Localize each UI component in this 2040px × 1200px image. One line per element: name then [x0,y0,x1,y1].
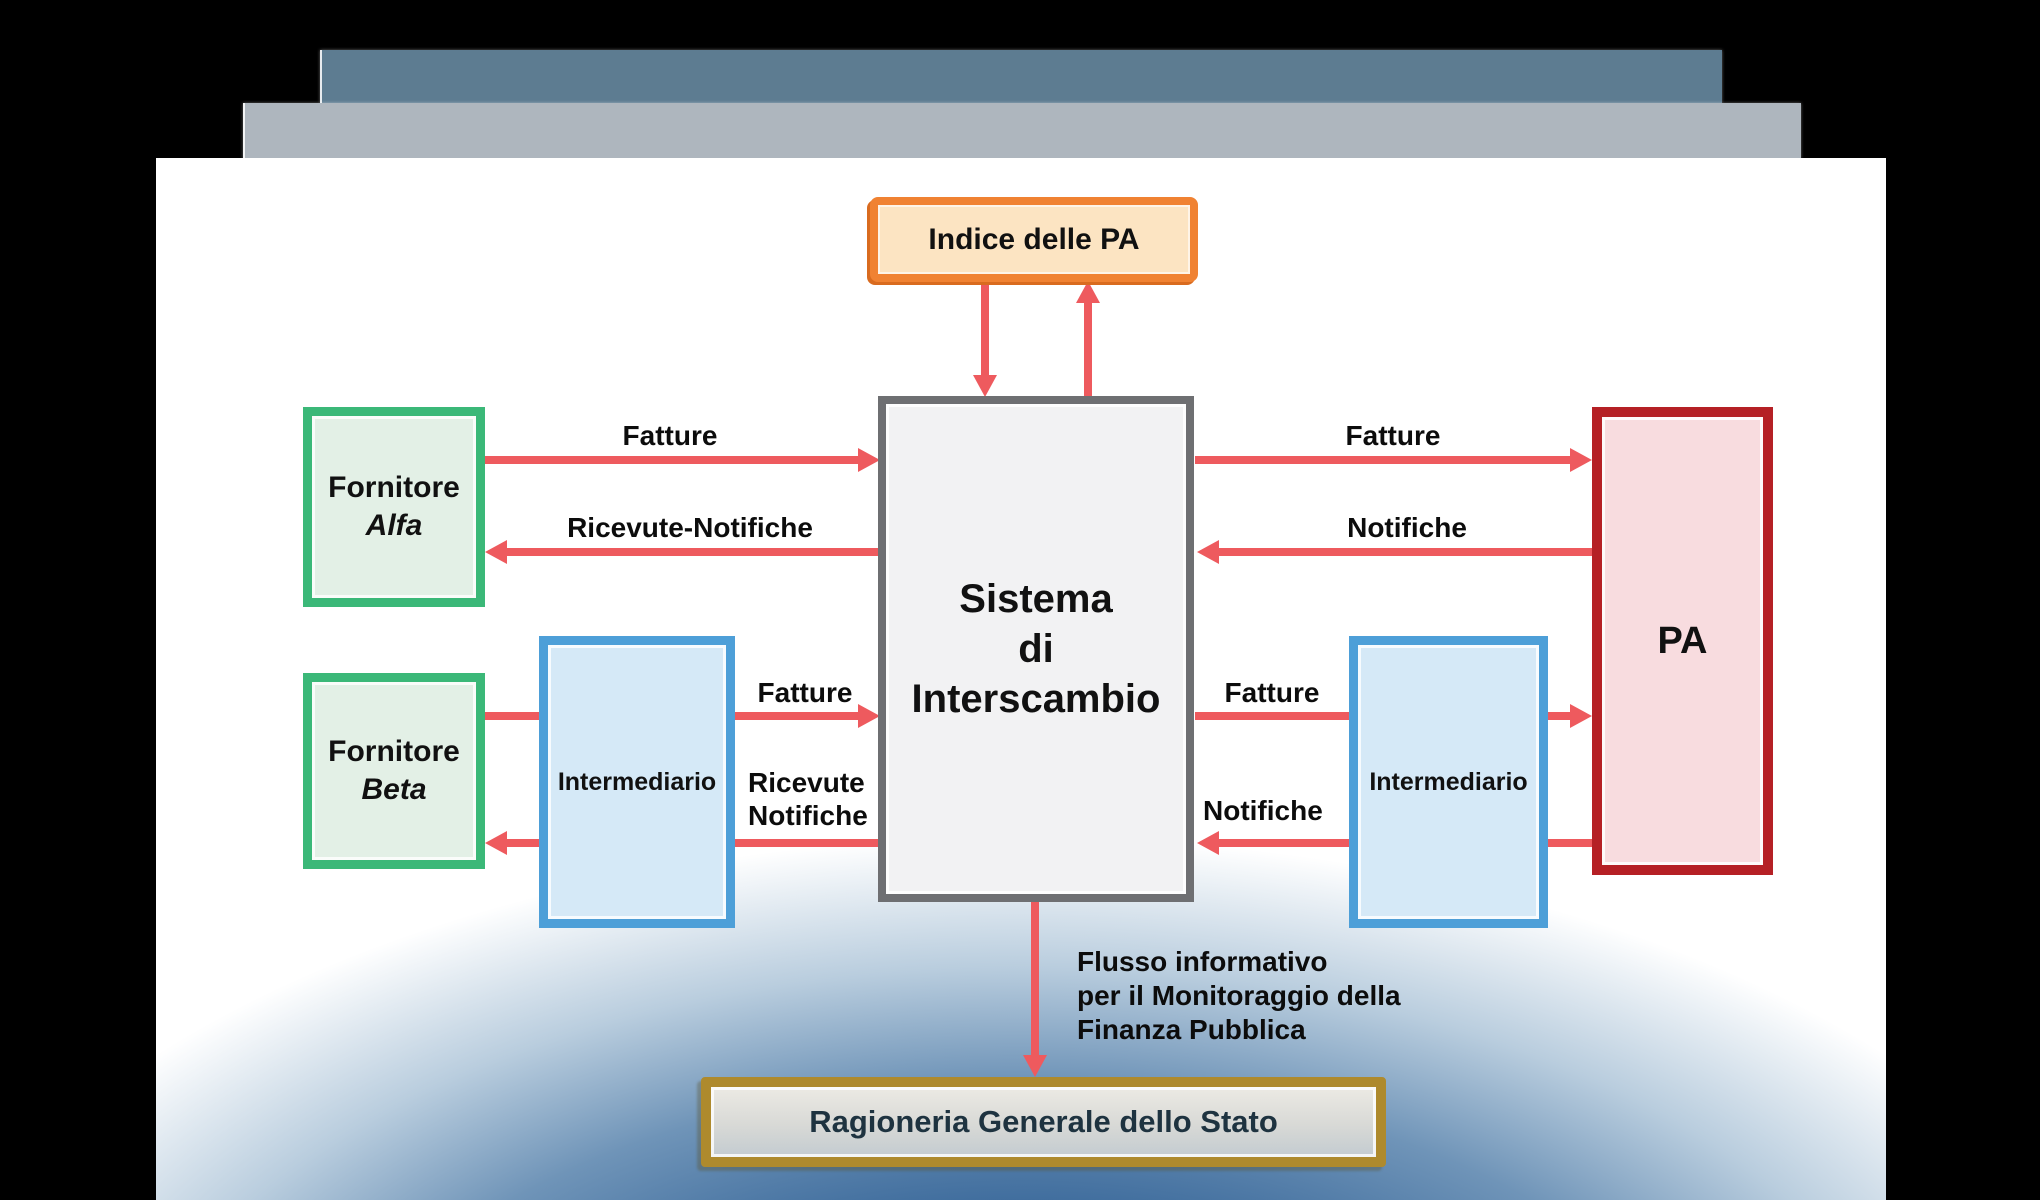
label-fatture-alfa: Fatture [622,420,718,451]
ricevute-beta-line2: Notifiche [748,800,868,831]
label-flusso-informativo: Flusso informativo per il Monitoraggio d… [1077,945,1401,1047]
node-pa: PA [1592,407,1773,875]
arrow-ricevute-beta-head [485,831,507,855]
arrow-flusso-head [1023,1055,1047,1077]
arrow-notifiche-pa2-line1 [1217,839,1357,847]
alfa-line1: Fornitore [328,471,460,504]
arrow-fatture-beta-line1 [485,712,543,720]
arrow-fatture-pa2-head [1570,704,1592,728]
alfa-line2: Alfa [365,509,423,542]
sdi-line1: Sistema [959,577,1113,621]
arrow-ricevute-beta-line2 [733,839,878,847]
arrow-fatture-beta-head [858,704,880,728]
deck-bar-front [243,103,1801,159]
arrow-indice-to-sdi-head [973,375,997,397]
label-notifiche-pa-bottom: Notifiche [1203,795,1323,826]
arrow-notifiche-pa2-line2 [1539,839,1592,847]
flusso-line1: Flusso informativo [1077,946,1328,977]
ragioneria-label: Ragioneria Generale dello Stato [809,1104,1278,1139]
flusso-line2: per il Monitoraggio della [1077,980,1401,1011]
pa-label: PA [1657,619,1708,662]
indice-label: Indice delle PA [928,222,1140,256]
label-fatture-beta: Fatture [757,677,853,708]
label-fatture-pa-bottom: Fatture [1224,677,1320,708]
label-ricevute-notifiche-alfa: Ricevute-Notifiche [567,512,813,543]
node-intermediario-left: Intermediario [539,636,735,928]
label-notifiche-pa-top: Notifiche [1347,512,1467,543]
node-sistema-di-interscambio: Sistema di Interscambio [878,396,1194,902]
arrow-fatture-pa-head [1570,448,1592,472]
node-fornitore-beta: Fornitore Beta [303,673,485,869]
flusso-line3: Finanza Pubblica [1077,1014,1306,1045]
intermediario-right-label: Intermediario [1369,767,1528,796]
arrow-flusso-line [1031,901,1039,1057]
sdi-line2: di [1018,627,1054,671]
beta-line2: Beta [361,773,427,806]
arrow-fatture-alfa-head [858,448,880,472]
arrow-ricevute-beta-line1 [505,839,543,847]
arrow-fatture-pa2-line1 [1195,712,1357,720]
label-ricevute-notifiche-beta: Ricevute Notifiche [748,766,868,832]
arrow-fatture-alfa-line [485,456,860,464]
node-indice-delle-pa: Indice delle PA [870,197,1198,282]
arrow-notifiche-pa2-head [1197,831,1219,855]
arrow-fatture-pa-line [1195,456,1572,464]
deck-bar-back [320,50,1722,103]
beta-line1: Fornitore [328,735,460,768]
arrow-fatture-pa2-line2 [1539,712,1572,720]
arrow-sdi-to-indice-head [1076,281,1100,303]
arrow-sdi-to-indice-line [1084,299,1092,397]
arrow-indice-to-sdi-line [981,283,989,379]
arrow-notifiche-pa-head [1197,540,1219,564]
ricevute-beta-line1: Ricevute [748,767,865,798]
node-intermediario-right: Intermediario [1349,636,1548,928]
arrow-notifiche-pa-line [1217,548,1592,556]
intermediario-left-label: Intermediario [557,767,717,796]
node-fornitore-alfa: Fornitore Alfa [303,407,485,607]
label-fatture-pa-top: Fatture [1345,420,1441,451]
arrow-fatture-beta-line2 [733,712,860,720]
arrow-ricevute-alfa-head [485,540,507,564]
sdi-line3: Interscambio [911,677,1161,721]
arrow-ricevute-alfa-line [505,548,880,556]
node-ragioneria-generale: Ragioneria Generale dello Stato [701,1077,1386,1167]
